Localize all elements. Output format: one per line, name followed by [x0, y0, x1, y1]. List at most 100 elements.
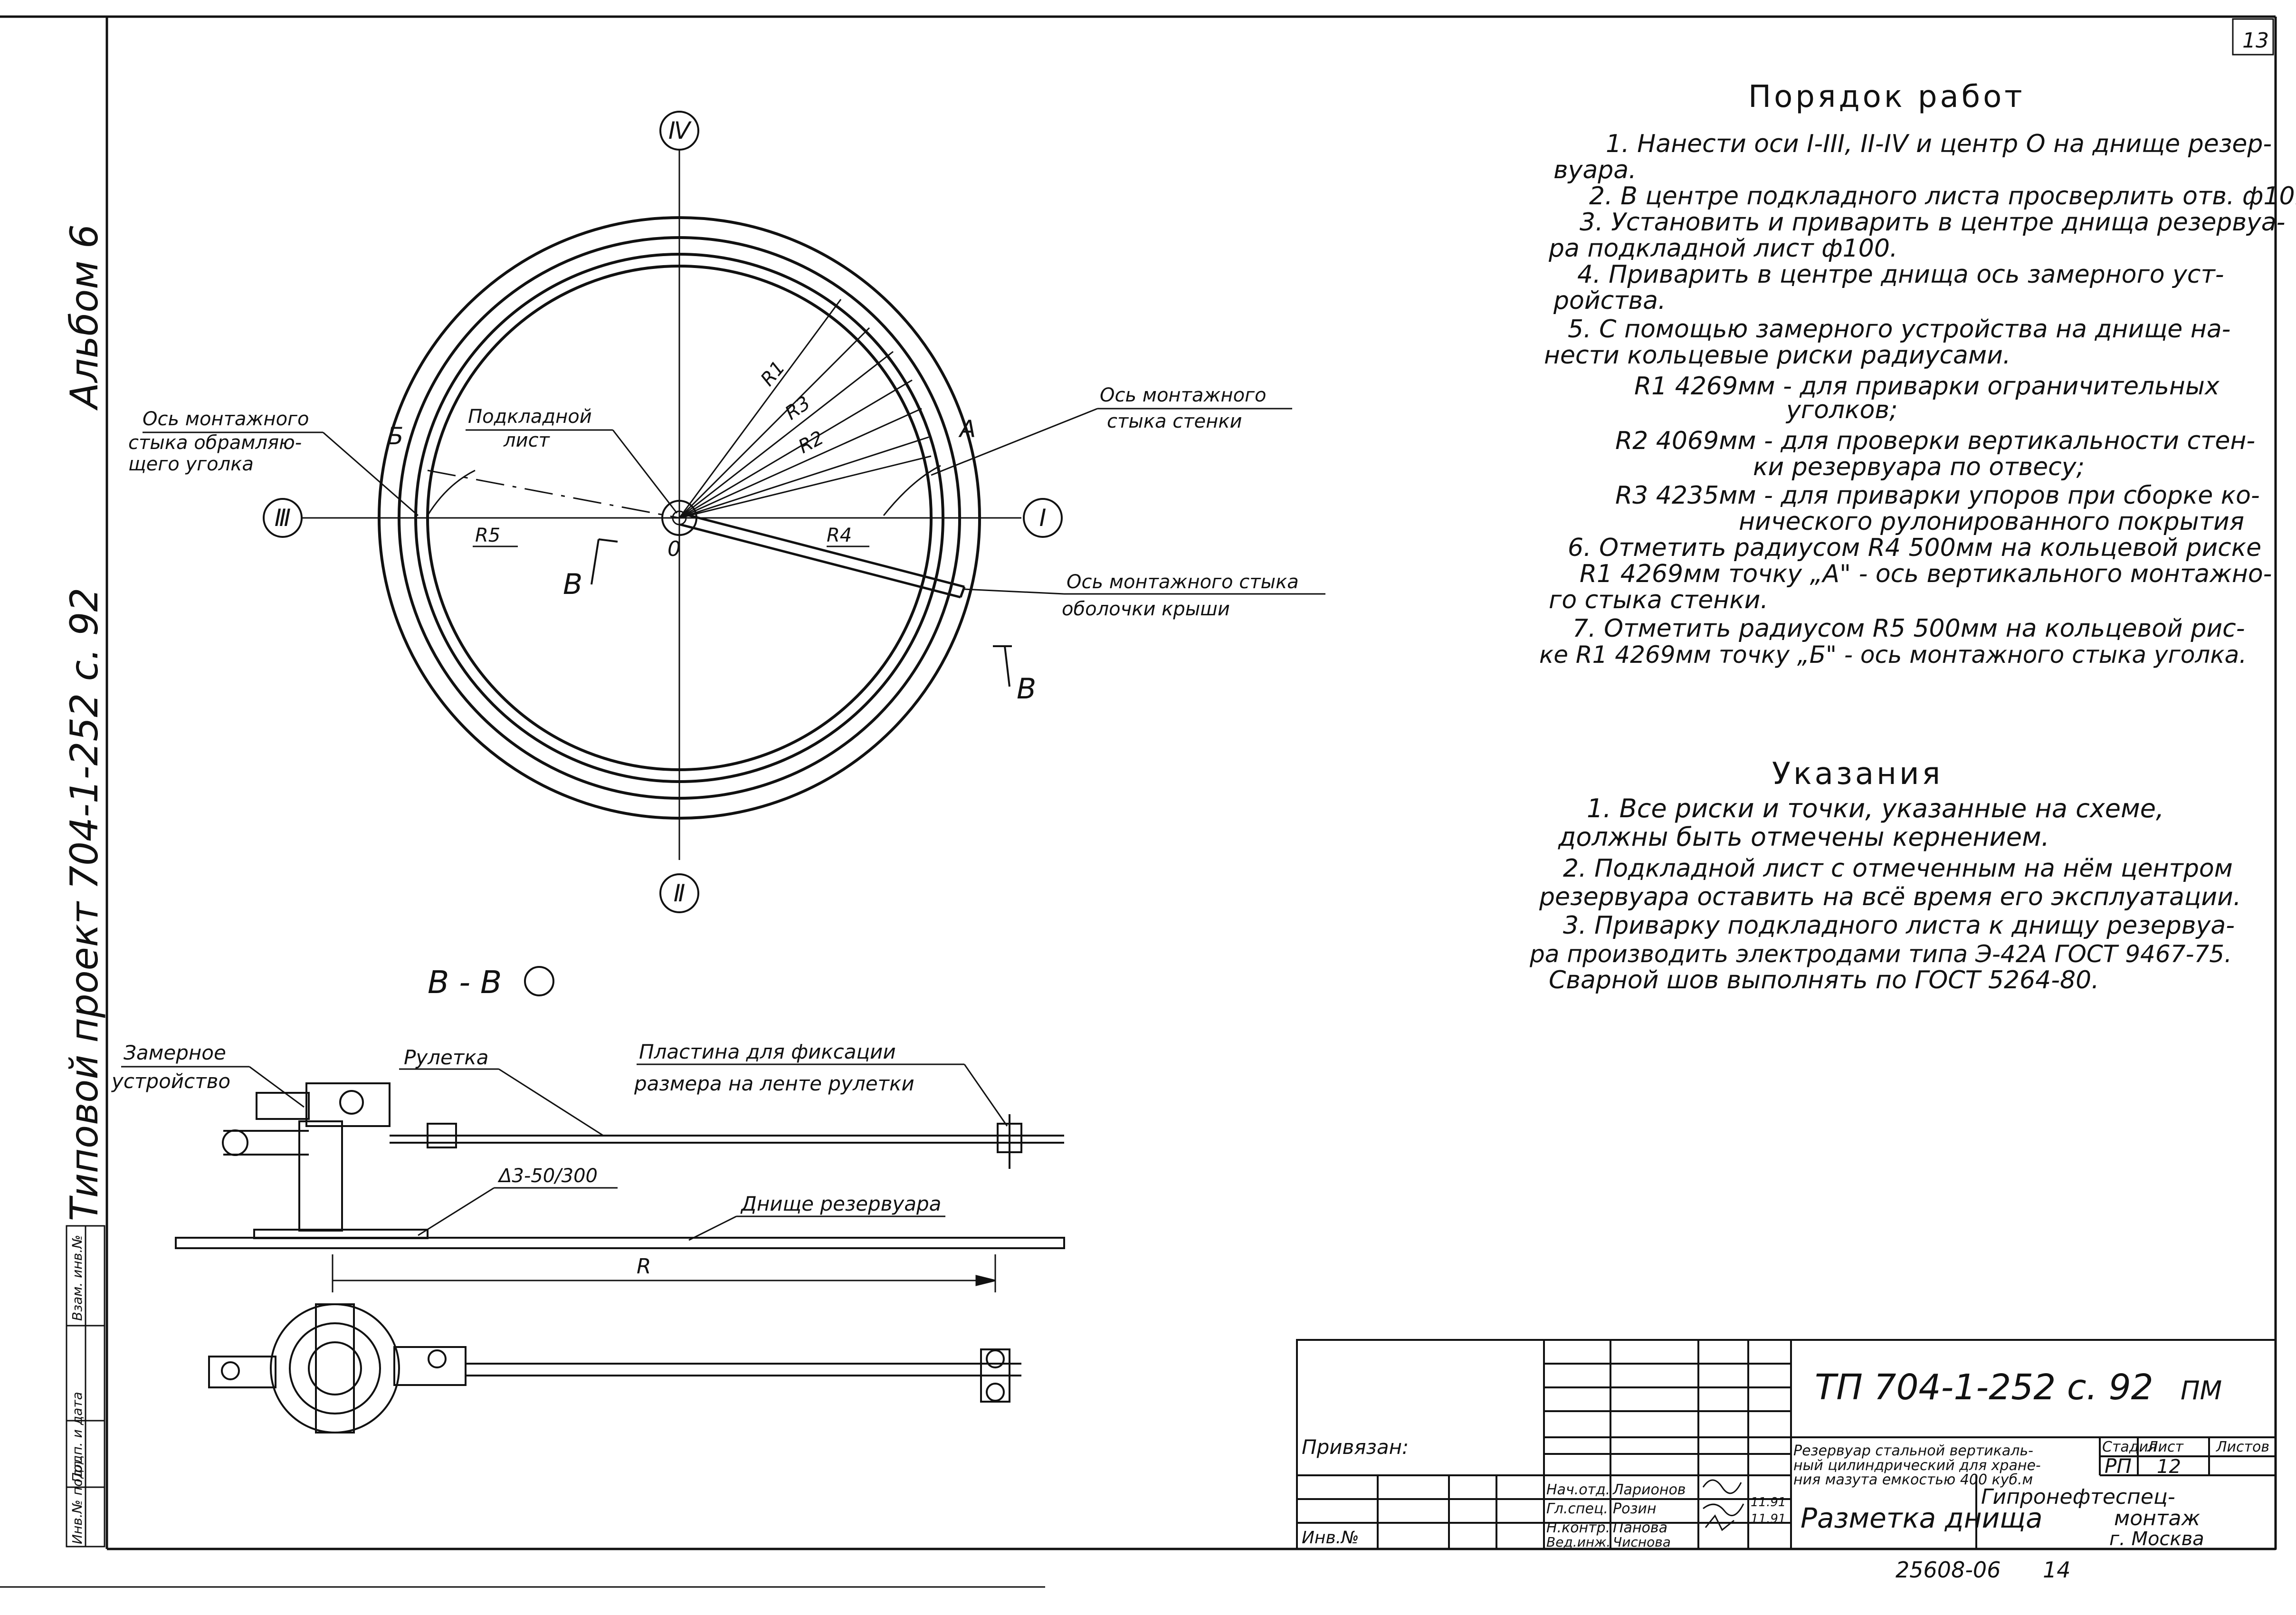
tb-role: Нач.отд.: [1546, 1481, 1610, 1498]
section-title: В - В: [428, 964, 502, 1001]
procedure-line: нести кольцевые риски радиусами.: [1544, 341, 2010, 370]
album-label: Альбом 6: [62, 224, 106, 411]
point-b: Б: [387, 422, 403, 450]
tb-code: ТП 704-1-252 с. 92: [1815, 1367, 2153, 1408]
procedure-line: ройства.: [1553, 287, 1666, 315]
label-device-2: устройство: [111, 1070, 230, 1093]
footer-copy: 14: [2043, 1557, 2071, 1583]
tb-date: 11.91: [1751, 1512, 1786, 1526]
tb-sheet: 12: [2157, 1456, 2181, 1478]
stamp-sign: Подп. и дата: [69, 1392, 85, 1482]
procedure-line: 5. С помощью замерного устройства на дни…: [1568, 315, 2230, 344]
tb-desc-3: ния мазута емкостью 400 куб.м: [1793, 1472, 2033, 1488]
tb-name: Розин: [1613, 1500, 1657, 1517]
label-left-joint-1: Ось монтажного: [143, 408, 309, 430]
radius-r5: R5: [475, 525, 500, 546]
procedure-line: ке R1 4269мм точку „Б" - ось монтажного …: [1539, 641, 2247, 669]
tb-desc-2: ный цилиндрический для хране-: [1793, 1457, 2041, 1474]
procedure-line: R1 4269мм - для приварки ограничительных: [1634, 372, 2220, 401]
procedure-line: вуара.: [1553, 156, 1637, 184]
notes-title: Указания: [1772, 756, 1943, 792]
procedure-line: 3. Установить и приварить в центре днища…: [1580, 208, 2285, 237]
notes-list: 1. Все риски и точки, указанные на схеме…: [1529, 793, 2241, 994]
tb-name: Чиснова: [1613, 1534, 1671, 1550]
label-roof-joint-2: оболочки крыши: [1062, 598, 1230, 620]
signature-marks: [1702, 1479, 1744, 1531]
tb-stage: РП: [2105, 1454, 2132, 1478]
procedure-list: 1. Нанести оси I-III, II-IV и центр О на…: [1539, 130, 2296, 669]
tb-role: Вед.инж.: [1546, 1534, 1610, 1550]
notes-line: 2. Подкладной лист с отмеченным на нём ц…: [1563, 854, 2233, 883]
tb-name: Ларионов: [1612, 1481, 1686, 1498]
notes-line: резервуара оставить на всё время его экс…: [1539, 883, 2241, 911]
label-roof-joint-1: Ось монтажного стыка: [1067, 571, 1299, 593]
tb-name: Панова: [1613, 1519, 1667, 1536]
label-plate-line1: Подкладной: [468, 406, 592, 428]
procedure-line: ки резервуара по отвесу;: [1753, 453, 2085, 481]
plan-view: Ⅳ Ⅱ Ⅲ Ⅰ 0 R1 R3 R2 R4 R5: [128, 111, 1325, 913]
notes-line: 1. Все риски и точки, указанные на схеме…: [1587, 793, 2164, 823]
section-mark-right: В: [1017, 672, 1036, 706]
notes-line: Сварной шов выполнять по ГОСТ 5264-80.: [1549, 966, 2099, 994]
procedure-line: 2. В центре подкладного листа просверлит…: [1589, 182, 2296, 210]
procedure-line: нического рулонированного покрытия: [1739, 507, 2244, 536]
label-fix-plate-1: Пластина для фиксации: [639, 1040, 896, 1063]
tb-stage-label: Стадия: [2102, 1439, 2157, 1455]
procedure-title: Порядок работ: [1748, 79, 2025, 115]
tb-sheets-label: Листов: [2216, 1439, 2269, 1455]
radius-r1: R1: [756, 357, 789, 390]
section-mark-left: В: [563, 568, 582, 601]
stamp-inv: Инв.№ подл.: [69, 1457, 85, 1544]
label-right-joint-1: Ось монтажного: [1100, 384, 1267, 406]
tb-org-2: монтаж: [2114, 1506, 2200, 1530]
axis-label-right: Ⅰ: [1039, 504, 1047, 532]
radius-r3: R3: [781, 392, 814, 424]
sheet-frame: [0, 15, 2277, 1588]
procedure-line: 7. Отметить радиусом R5 500мм на кольцев…: [1572, 614, 2245, 643]
procedure-line: го стыка стенки.: [1549, 586, 1768, 614]
page-number: 13: [2242, 29, 2269, 53]
footer-number: 25608-06: [1896, 1557, 2001, 1583]
procedure-line: 1. Нанести оси I-III, II-IV и центр О на…: [1606, 130, 2272, 158]
axis-label-top: Ⅳ: [668, 117, 692, 144]
label-bottom: Днище резервуара: [740, 1192, 941, 1215]
label-fix-plate-2: размера на ленте рулетки: [634, 1072, 915, 1095]
notes-line: ра производить электродами типа Э-42А ГО…: [1529, 940, 2232, 968]
label-tape: Рулетка: [404, 1046, 488, 1069]
procedure-line: ра подкладной лист ф100.: [1548, 234, 1897, 263]
axis-label-bottom: Ⅱ: [674, 879, 686, 907]
label-plate-line2: лист: [503, 430, 551, 451]
tb-mark: ПМ: [2181, 1376, 2222, 1405]
tb-sheet-label: Лист: [2147, 1439, 2184, 1455]
procedure-line: R1 4269мм точку „А" - ось вертикального …: [1580, 560, 2272, 588]
axis-label-left: Ⅲ: [275, 504, 291, 532]
tb-inv: Инв.№: [1302, 1528, 1359, 1548]
tb-org-3: г. Москва: [2109, 1528, 2204, 1550]
center-label: 0: [667, 537, 681, 561]
radius-r4: R4: [827, 525, 852, 546]
procedure-line: 4. Приварить в центре днища ось замерног…: [1577, 260, 2224, 289]
label-device-1: Замерное: [124, 1041, 226, 1064]
left-stamp: [66, 1225, 105, 1548]
point-a: А: [958, 415, 976, 443]
section-view: В - В R: [111, 964, 1065, 1433]
tb-sheet-name: Разметка днища: [1801, 1502, 2042, 1534]
notes-line: 3. Приварку подкладного листа к днищу ре…: [1563, 911, 2235, 940]
label-left-joint-3: щего уголка: [128, 453, 254, 475]
project-label: Типовой проект 704-1-252 с. 92: [62, 588, 106, 1221]
axis-left-joint: [427, 469, 680, 519]
label-weld: Δ3-50/300: [497, 1165, 598, 1187]
procedure-line: R2 4069мм - для проверки вертикальности …: [1615, 427, 2255, 455]
tb-role: Н.контр.: [1546, 1519, 1610, 1536]
tb-desc-1: Резервуар стальной вертикаль-: [1793, 1443, 2033, 1459]
notes-line: должны быть отмечены кернением.: [1558, 822, 2049, 852]
tb-privyazan: Привязан:: [1302, 1435, 1409, 1459]
procedure-line: 6. Отметить радиусом R4 500мм на кольцев…: [1568, 534, 2261, 562]
stamp-replace: Взам. инв.№: [69, 1235, 85, 1321]
tb-date: 11.91: [1751, 1495, 1786, 1510]
dim-r: R: [637, 1254, 651, 1279]
tb-role: Гл.спец.: [1546, 1500, 1608, 1517]
tb-org-1: Гипронефтеспец-: [1981, 1485, 2175, 1509]
label-left-joint-2: стыка обрамляю-: [128, 432, 302, 454]
